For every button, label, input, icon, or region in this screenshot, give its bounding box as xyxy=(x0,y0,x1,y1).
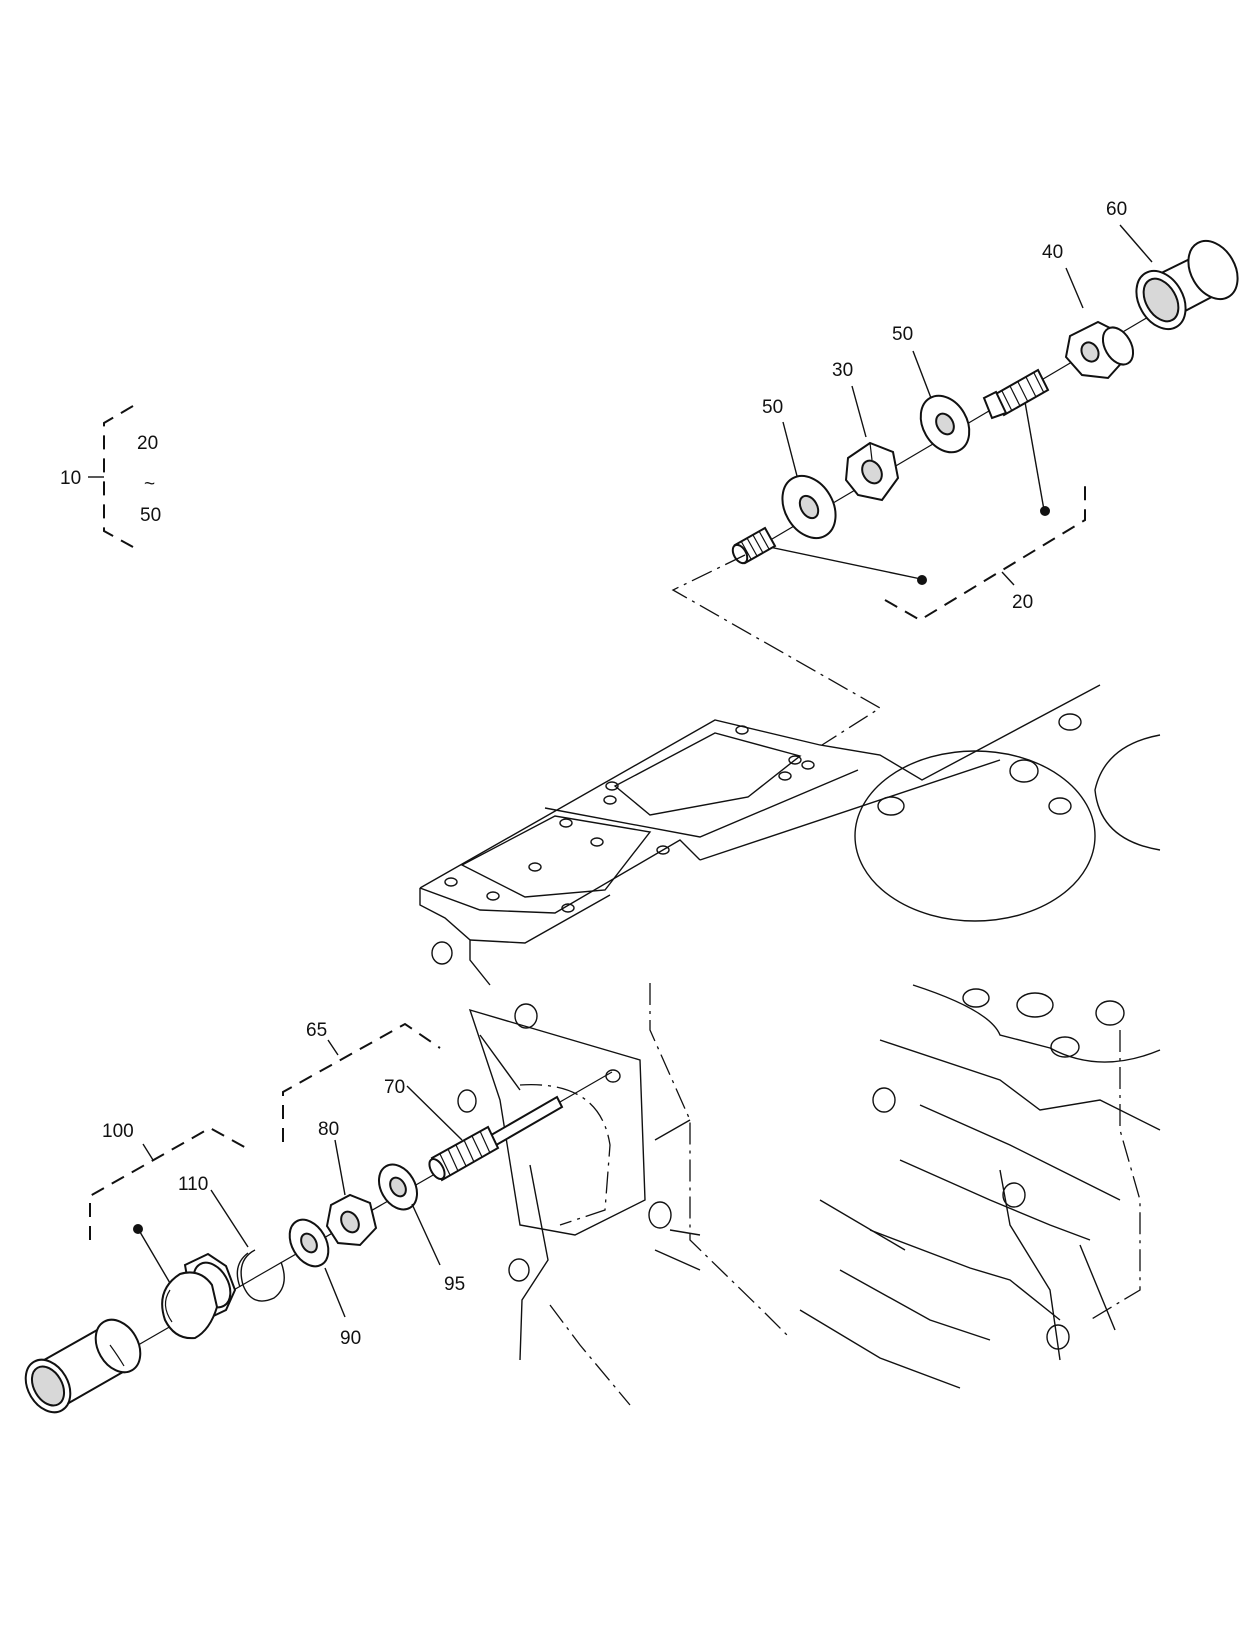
callout-70: 70 xyxy=(384,1077,405,1098)
hex-nut xyxy=(325,1193,378,1247)
sleeve xyxy=(24,1318,142,1414)
legend-bracket: 10 20 ~ 50 xyxy=(60,405,161,548)
washer xyxy=(919,394,971,454)
lower-assembly: 65 100 70 95 xyxy=(24,1020,613,1414)
legend-range-start: 20 xyxy=(137,433,158,454)
legend-range-symbol: ~ xyxy=(144,474,155,495)
reference-dot xyxy=(1040,506,1050,516)
legend-group-label: 10 xyxy=(60,468,81,489)
callout-90: 90 xyxy=(340,1328,361,1349)
reference-dot xyxy=(917,575,927,585)
washer xyxy=(288,1218,330,1268)
callout-80: 80 xyxy=(318,1119,339,1140)
callout-30: 30 xyxy=(832,360,853,381)
callout-50-lower: 50 xyxy=(762,397,783,418)
threaded-stud xyxy=(982,368,1050,420)
legend-range-end: 50 xyxy=(140,505,161,526)
threaded-stud xyxy=(428,1095,564,1182)
threaded-stud-small xyxy=(731,526,777,565)
callout-60: 60 xyxy=(1106,199,1127,220)
washer xyxy=(378,1163,418,1211)
cap-nut xyxy=(1064,320,1135,380)
sleeve xyxy=(1135,239,1239,331)
washer xyxy=(781,475,837,539)
callout-50-upper: 50 xyxy=(892,324,913,345)
callout-40: 40 xyxy=(1042,242,1063,263)
cap-nut xyxy=(161,1252,237,1340)
snap-ring xyxy=(236,1249,285,1302)
callout-20: 20 xyxy=(1012,592,1033,613)
callout-110: 110 xyxy=(178,1174,208,1195)
hex-nut xyxy=(844,441,900,502)
callout-95: 95 xyxy=(444,1274,465,1295)
callout-100: 100 xyxy=(102,1121,134,1142)
upper-assembly: 60 40 50 30 50 20 xyxy=(671,199,1239,746)
callout-65: 65 xyxy=(306,1020,327,1041)
reference-dot xyxy=(133,1224,143,1234)
engine-block xyxy=(419,684,1161,1406)
